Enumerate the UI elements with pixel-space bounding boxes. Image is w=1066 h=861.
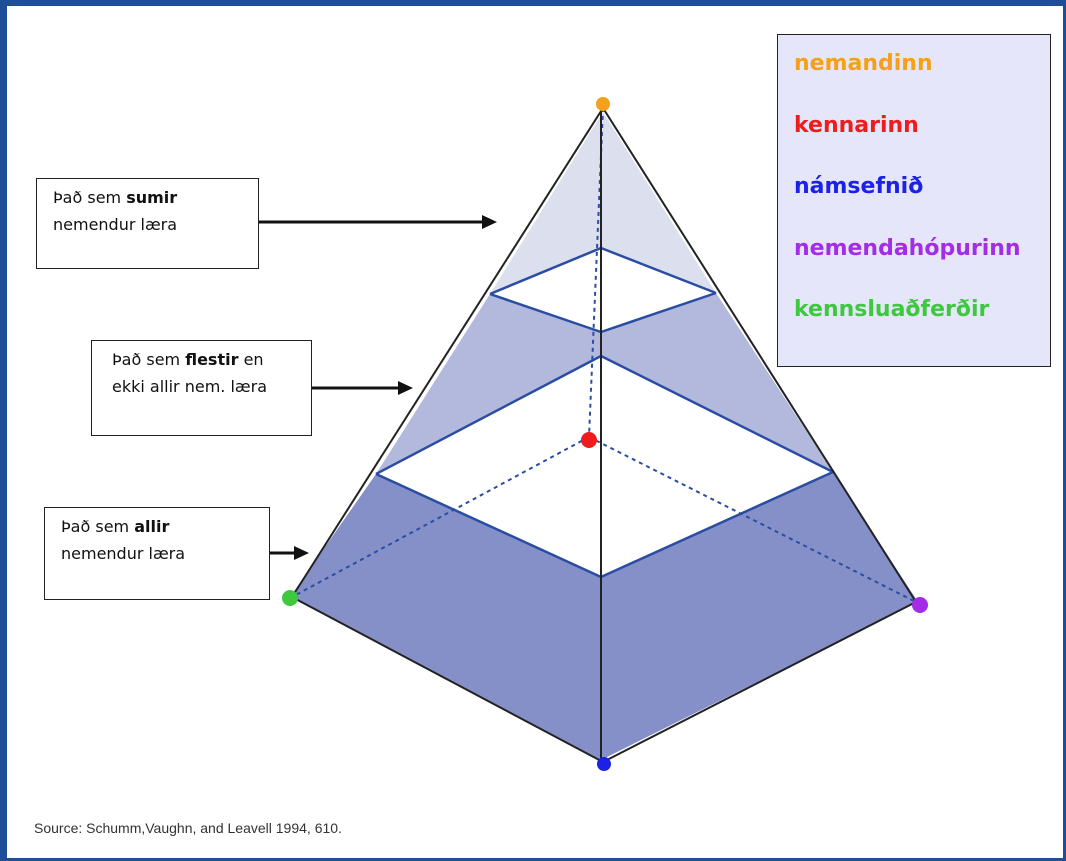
legend-item-nemendahopurinn: nemendahópurinn [794, 235, 1021, 261]
edge-base-right [602, 601, 917, 763]
edge-base-left [291, 596, 604, 763]
label-flestir-prefix: Það sem [112, 350, 186, 369]
hidden-edge-apex-back [588, 107, 604, 438]
hidden-edge-back-left [291, 436, 590, 598]
legend: nemandinn kennarinn námsefnið nemendahóp… [777, 34, 1051, 367]
label-box-sumir: Það sem sumir nemendur læra [36, 178, 259, 269]
arrow-sumir-head [482, 215, 497, 229]
source-citation: Source: Schumm,Vaughn, and Leavell 1994,… [34, 820, 342, 836]
label-sumir-bold: sumir [126, 188, 178, 207]
label-allir-line2: nemendur læra [61, 544, 186, 563]
edge-top-diamond-right [600, 246, 717, 295]
edge-top-diamond-front-right [600, 291, 717, 334]
dot-nemendahopurinn [912, 597, 928, 613]
label-flestir-suffix: en [238, 350, 264, 369]
dot-namsefnid [597, 757, 611, 771]
legend-item-nemandinn: nemandinn [794, 51, 933, 76]
legend-item-kennarinn: kennarinn [794, 112, 919, 138]
arrow-allir-head [294, 546, 309, 560]
edge-mid-diamond-right [600, 354, 834, 474]
label-sumir-line2: nemendur læra [53, 215, 178, 234]
legend-item-kennsluadferdir: kennsluaðferðir [794, 297, 990, 322]
dot-kennsluadferdir [282, 590, 298, 606]
arrow-flestir-head [398, 381, 413, 395]
edge-left [291, 107, 604, 598]
label-box-allir: Það sem allir nemendur læra [44, 507, 270, 600]
label-box-flestir: Það sem flestir en ekki allir nem. læra [91, 340, 312, 436]
hidden-edge-back-right [588, 436, 917, 603]
edge-right [602, 107, 917, 603]
tier-bottom-left-face [290, 474, 601, 760]
tier-middle-left-face [376, 294, 601, 474]
edge-mid-diamond-left [375, 354, 602, 476]
edge-top-diamond-left [489, 246, 602, 296]
label-flestir-line2: ekki allir nem. læra [112, 377, 267, 396]
dot-nemandinn [596, 97, 610, 111]
edge-mid-diamond-front-left [375, 472, 602, 579]
dot-kennarinn [581, 432, 597, 448]
tier-middle-cut [376, 356, 833, 577]
tier-middle-right-face [601, 293, 833, 472]
label-allir-prefix: Það sem [61, 517, 135, 536]
label-flestir-bold: flestir [185, 350, 239, 369]
label-sumir-prefix: Það sem [53, 188, 127, 207]
label-allir-bold: allir [134, 517, 170, 536]
edge-mid-diamond-front-right [600, 470, 834, 579]
legend-item-namsefnid: námsefnið [794, 174, 924, 199]
edge-top-diamond-front-left [489, 292, 602, 334]
tier-bottom-right-face [601, 472, 918, 760]
